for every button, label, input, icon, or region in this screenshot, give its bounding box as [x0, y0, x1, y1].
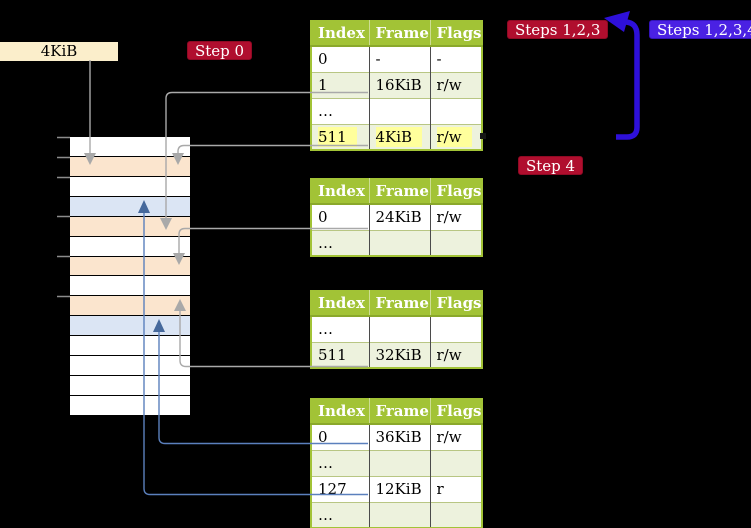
memory-frame-row-mapped — [70, 195, 190, 216]
memory-frame-row — [70, 375, 190, 395]
column-header-frame: Frame — [368, 398, 430, 425]
table-row: … — [310, 501, 483, 528]
column-header-index: Index — [310, 398, 369, 425]
table-header-row: Index Frame Flags — [310, 178, 482, 205]
table-header-row: Index Frame Flags — [310, 290, 482, 317]
memory-frame-row-pagetable — [70, 155, 190, 176]
column-header-index: Index — [310, 290, 369, 317]
badge-step-0: Step 0 — [187, 41, 253, 60]
highlighted-cell: r/w — [436, 126, 472, 147]
table-row-highlighted: 511 4KiB r/w — [310, 123, 483, 151]
table-header-row: Index Frame Flags — [310, 398, 482, 425]
memory-frame-row — [70, 175, 190, 196]
memory-frame-row — [70, 355, 190, 376]
table-row: … — [310, 449, 483, 476]
page-table-level-4: Index Frame Flags 0 - - 1 16KiB r/w … 51… — [310, 20, 483, 151]
table-row: 1 16KiB r/w — [310, 71, 483, 98]
column-header-flags: Flags — [429, 398, 482, 425]
highlighted-cell: 511 — [318, 126, 357, 147]
column-header-frame: Frame — [368, 20, 430, 47]
table-row: … — [310, 229, 483, 257]
table-row: 511 32KiB r/w — [310, 341, 483, 369]
memory-frame-row-mapped — [70, 315, 190, 336]
memory-address-ticks — [57, 136, 70, 298]
memory-frame-row — [70, 335, 190, 356]
memory-frame-row-pagetable — [70, 255, 190, 276]
badge-step-4: Step 4 — [518, 156, 584, 175]
page-table-level-1: Index Frame Flags 0 36KiB r/w … 127 12Ki… — [310, 398, 483, 528]
physical-memory-stack — [70, 137, 190, 415]
table-header-row: Index Frame Flags — [310, 20, 482, 47]
column-header-frame: Frame — [368, 178, 430, 205]
table-row: 127 12KiB r — [310, 475, 483, 502]
column-header-flags: Flags — [429, 290, 482, 317]
badge-steps-1-2-3-4: Steps 1,2,3,4 — [649, 20, 751, 39]
recursive-loop-arrow — [616, 19, 640, 140]
memory-frame-row-pagetable — [70, 295, 190, 316]
table-row: 0 24KiB r/w — [310, 203, 483, 230]
table-row: 0 36KiB r/w — [310, 423, 483, 450]
page-table-level-2: Index Frame Flags … 511 32KiB r/w — [310, 290, 483, 369]
column-header-index: Index — [310, 20, 369, 47]
table-row: … — [310, 97, 483, 124]
table-row: 0 - - — [310, 45, 483, 72]
memory-frame-row — [70, 235, 190, 256]
memory-frame-row-pagetable — [70, 215, 190, 236]
memory-frame-row — [70, 394, 190, 415]
frame-size-box: 4KiB — [0, 42, 118, 61]
memory-frame-row — [70, 137, 190, 156]
column-header-flags: Flags — [429, 178, 482, 205]
memory-frame-row — [70, 275, 190, 296]
column-header-flags: Flags — [429, 20, 482, 47]
highlighted-cell: 4KiB — [375, 126, 423, 147]
page-table-level-3: Index Frame Flags 0 24KiB r/w … — [310, 178, 483, 257]
table-row: … — [310, 315, 483, 342]
column-header-index: Index — [310, 178, 369, 205]
badge-steps-1-2-3: Steps 1,2,3 — [507, 20, 609, 39]
column-header-frame: Frame — [368, 290, 430, 317]
